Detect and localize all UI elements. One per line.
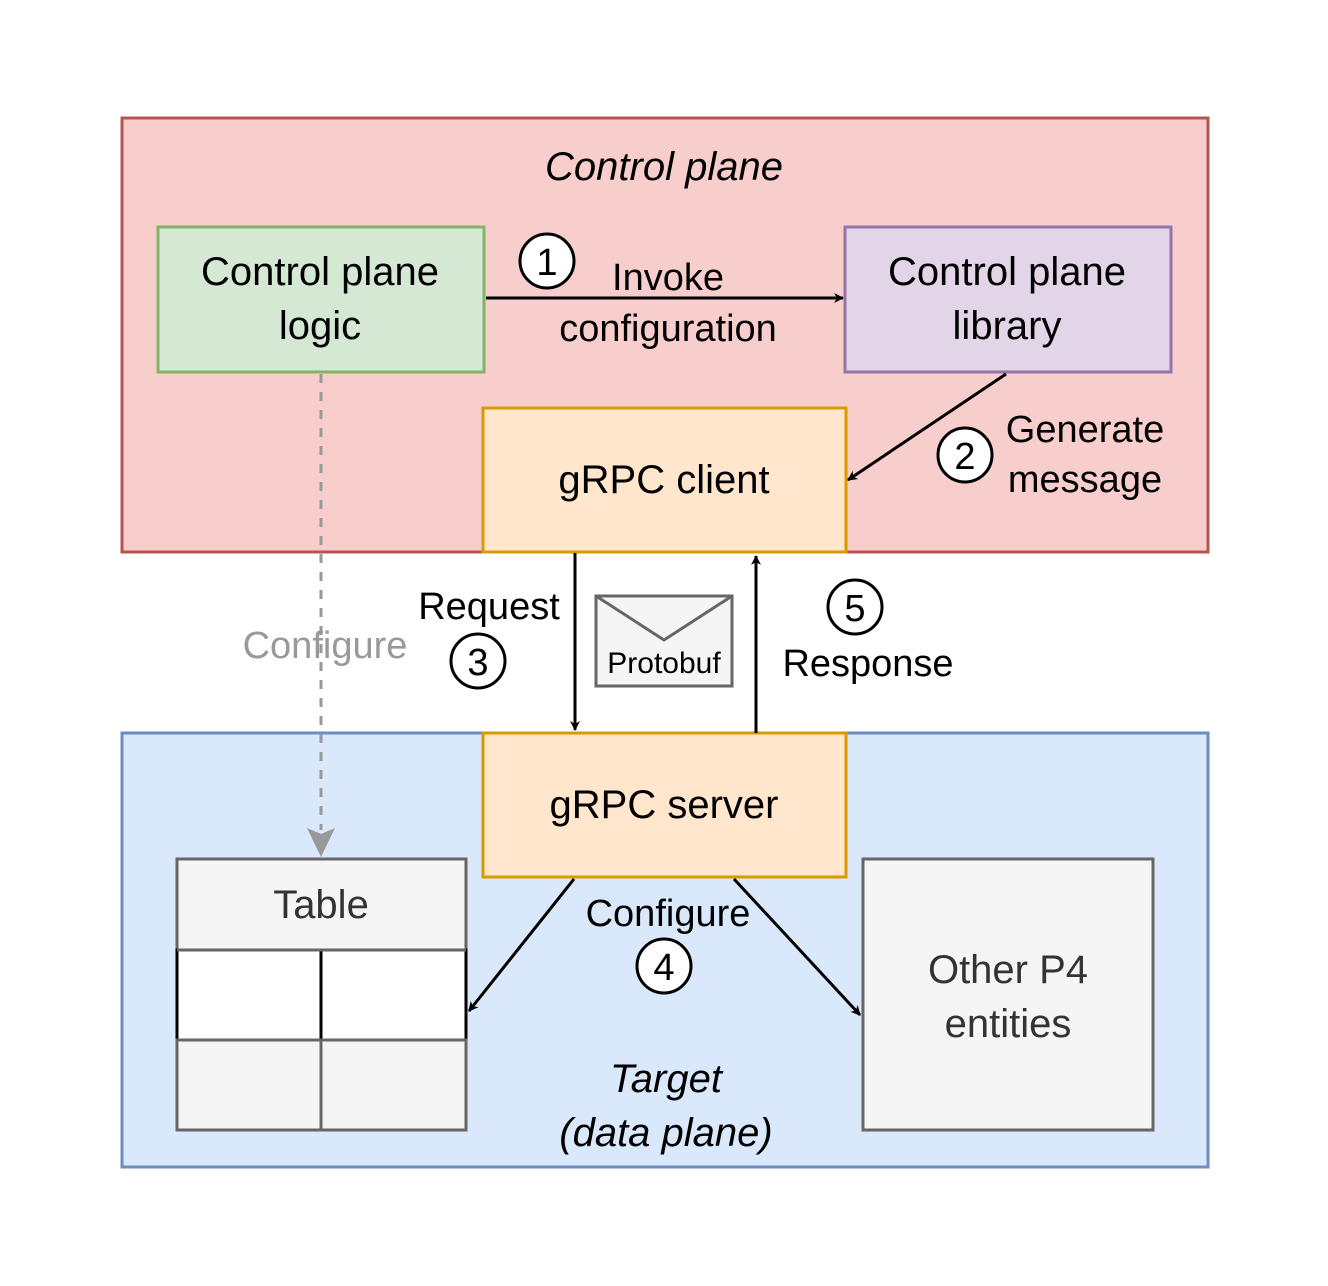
step-4-number: 4 [653, 947, 674, 989]
control-plane-logic-label-line2: logic [279, 304, 361, 348]
table-cell-bottom-left [175, 1038, 323, 1132]
table-label: Table [273, 883, 369, 927]
other-p4-entities-label-line2: entities [945, 1002, 1072, 1046]
table-cell-top-left [175, 948, 323, 1042]
control-plane-library-label-line2: library [953, 304, 1062, 348]
direct-configure-label: Configure [243, 625, 408, 667]
target-subtitle: (data plane) [559, 1111, 772, 1155]
step-3-number: 3 [467, 642, 488, 684]
step-3-badge: 3 [449, 632, 507, 690]
other-p4-entities-label-line1: Other P4 [928, 948, 1088, 992]
table-box: Table [175, 857, 468, 1132]
request-label: Request [418, 586, 560, 628]
step-2-badge: 2 [936, 426, 994, 484]
direct-configure-arrowhead [307, 828, 335, 857]
invoke-label-line1: Invoke [612, 257, 724, 299]
table-cell-top-right [319, 948, 468, 1042]
generate-label-line1: Generate [1006, 409, 1164, 451]
step-1-number: 1 [536, 242, 557, 284]
configure-label: Configure [586, 893, 751, 935]
invoke-label-line2: configuration [559, 308, 777, 350]
step-5-number: 5 [844, 588, 865, 630]
table-cell-bottom-right [319, 1038, 468, 1132]
grpc-server-box: gRPC server [481, 731, 848, 879]
control-plane-logic-box: Control plane logic [156, 225, 486, 374]
step-1-badge: 1 [518, 232, 576, 290]
step-4-badge: 4 [635, 937, 693, 995]
grpc-server-label: gRPC server [550, 783, 779, 827]
configure-table-arrow [467, 878, 576, 1012]
control-plane-library-box: Control plane library [843, 225, 1173, 374]
envelope-icon [595, 594, 733, 642]
protobuf-envelope: Protobuf [594, 594, 734, 688]
protobuf-label: Protobuf [607, 647, 721, 680]
generate-arrow [847, 372, 1007, 482]
grpc-client-box: gRPC client [481, 406, 848, 554]
configure-entities-arrow [732, 877, 862, 1017]
grpc-client-label: gRPC client [558, 458, 769, 502]
control-plane-library-label-line1: Control plane [888, 250, 1126, 294]
control-plane-title: Control plane [545, 145, 783, 189]
step-5-badge: 5 [826, 578, 884, 636]
control-plane-logic-label-line1: Control plane [201, 250, 439, 294]
target-title: Target [610, 1057, 724, 1101]
step-2-number: 2 [954, 436, 975, 478]
generate-label-line2: message [1008, 459, 1162, 501]
other-p4-entities-box: Other P4 entities [861, 857, 1155, 1132]
response-label: Response [782, 643, 953, 685]
